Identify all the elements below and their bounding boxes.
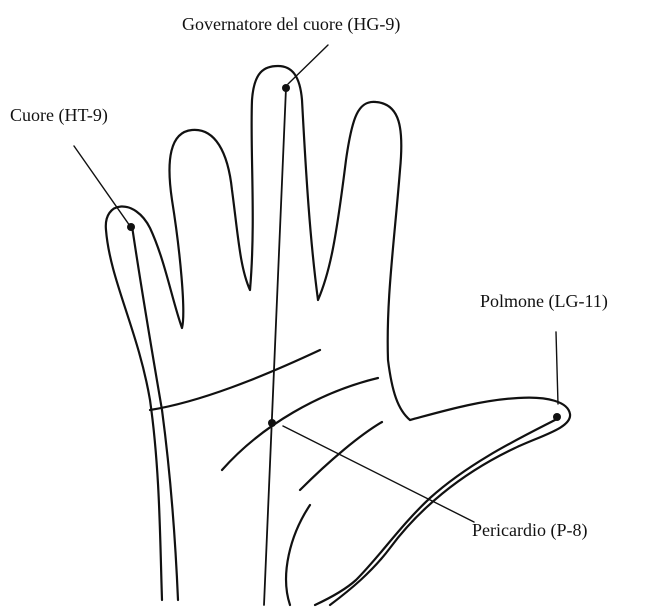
label-heart: Cuore (HT-9): [10, 105, 108, 126]
leader-lung: [556, 332, 558, 404]
thenar-crease: [286, 505, 310, 605]
palm-crease-middle: [222, 378, 378, 470]
point-p8: [268, 419, 276, 427]
point-lg11: [553, 413, 561, 421]
leader-pericardium: [283, 426, 474, 522]
label-lung: Polmone (LG-11): [480, 291, 608, 312]
palm-crease-lower: [300, 422, 382, 490]
middle-finger-meridian: [264, 88, 286, 605]
pinky-inner-contour: [132, 226, 178, 600]
leader-heart-governor: [288, 45, 328, 84]
label-pericardium: Pericardio (P-8): [472, 520, 587, 541]
point-hg9: [282, 84, 290, 92]
thumb-inner-contour: [315, 420, 555, 605]
palm-crease-top: [150, 350, 320, 410]
label-heart-governor: Governatore del cuore (HG-9): [182, 14, 400, 35]
point-ht9: [127, 223, 135, 231]
leader-heart: [74, 146, 130, 226]
